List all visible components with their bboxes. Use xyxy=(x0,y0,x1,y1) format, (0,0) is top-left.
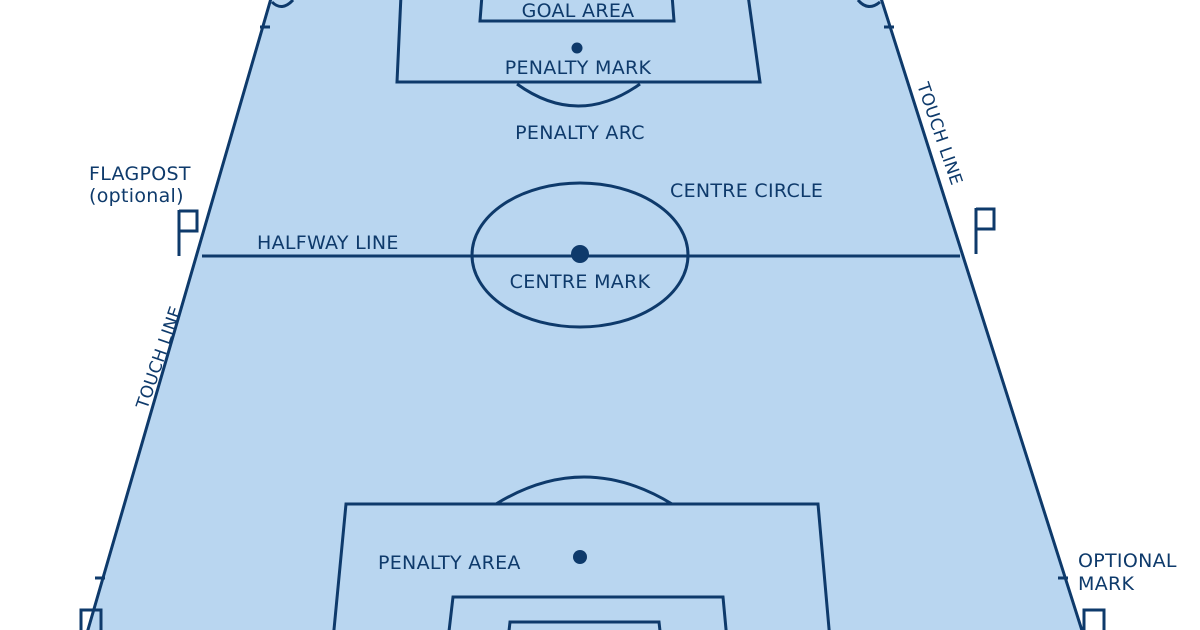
label-flagpost-optional: (optional) xyxy=(89,185,184,207)
centre-mark xyxy=(571,245,589,263)
label-flagpost: FLAGPOST xyxy=(89,163,191,185)
penalty-mark-bottom xyxy=(573,550,587,564)
label-penalty-mark: PENALTY MARK xyxy=(505,57,652,79)
corner-flag-bottom-right xyxy=(1082,608,1106,630)
label-penalty-area: PENALTY AREA xyxy=(378,552,521,574)
label-penalty-arc: PENALTY ARC xyxy=(515,122,645,144)
label-centre-circle: CENTRE CIRCLE xyxy=(670,180,823,202)
label-optional-mark-line1: OPTIONAL xyxy=(1078,550,1177,572)
centre-circle xyxy=(470,181,690,329)
label-halfway-line: HALFWAY LINE xyxy=(257,232,399,254)
penalty-area-bottom xyxy=(332,502,831,630)
penalty-arc-bottom xyxy=(495,475,673,506)
goal-area-top xyxy=(478,0,676,23)
penalty-arc-top xyxy=(516,82,641,108)
goal-area-bottom xyxy=(447,595,728,630)
pitch-surface xyxy=(86,0,1084,630)
flagpost-right xyxy=(974,207,996,254)
flagpost-left xyxy=(177,209,199,256)
corner-arc-top-left xyxy=(270,0,295,8)
goal-bottom xyxy=(507,620,662,630)
label-optional-mark-line2: MARK xyxy=(1078,573,1134,595)
penalty-area-top xyxy=(395,0,762,84)
corner-flag-bottom-left xyxy=(79,608,103,630)
corner-arc-top-right xyxy=(856,0,881,8)
label-centre-mark: CENTRE MARK xyxy=(510,271,651,293)
label-goal-area: GOAL AREA xyxy=(522,0,635,22)
penalty-mark-top xyxy=(571,42,583,54)
